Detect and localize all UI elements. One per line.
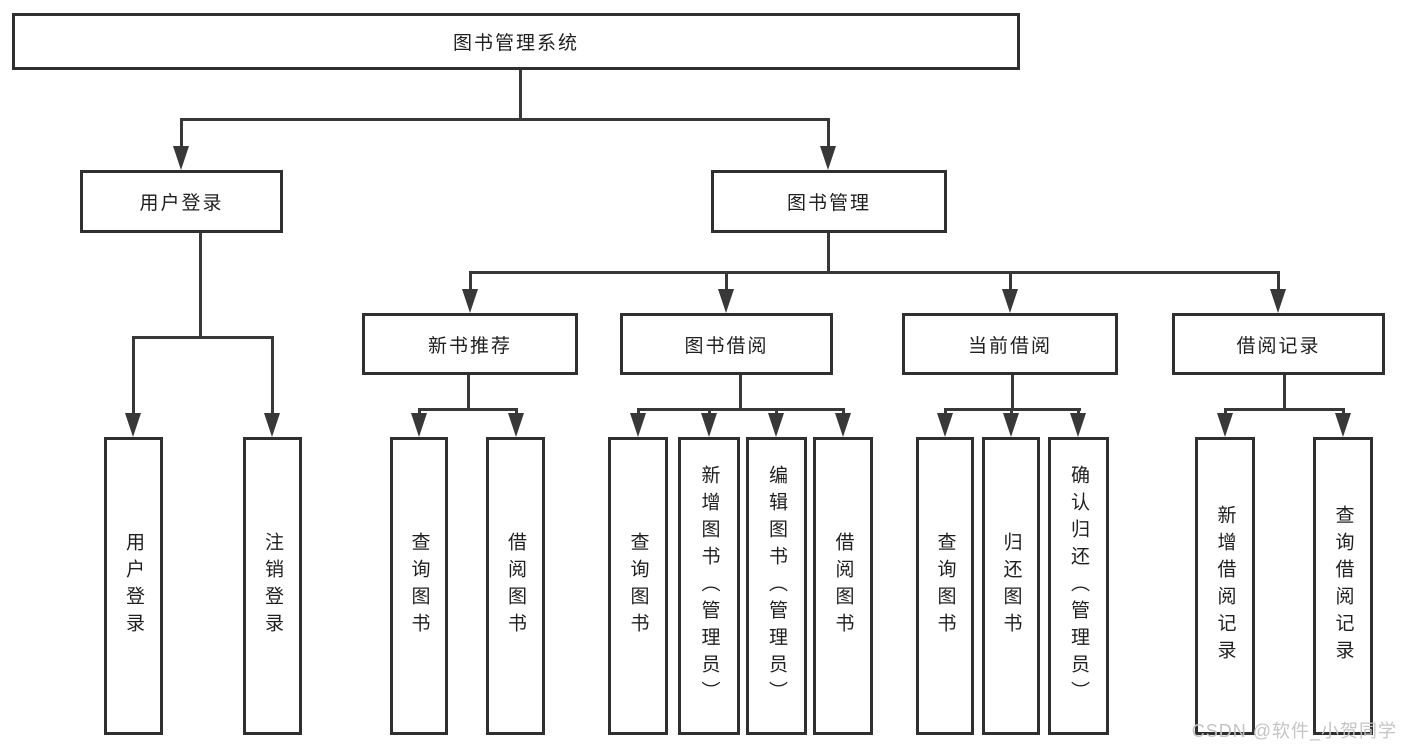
down-arrowhead-icon [1335,413,1351,437]
connector-vline [1010,408,1013,417]
connector-vline [739,375,742,411]
leaf-logout: 注销登录 [243,437,302,735]
leaf-edit-books-admin: 编辑图书（管理员） [746,437,807,735]
leaf-confirm-return-admin: 确认归还（管理员） [1048,437,1109,735]
connector-vline [708,408,711,417]
down-arrowhead-icon [462,289,478,313]
node-label: 图书管理系统 [452,33,579,54]
down-arrowhead-icon [1270,289,1286,313]
down-arrowhead-icon [768,413,784,437]
leaf-return-books: 归还图书 [982,437,1040,735]
leaf-query-books-current: 查询图书 [916,437,974,735]
down-arrowhead-icon [701,413,717,437]
node-book-borrow: 图书借阅 [620,313,833,375]
leaf-label: 查询图书 [934,532,956,640]
connector-hline [469,271,1279,274]
leaf-query-borrow-record: 查询借阅记录 [1313,437,1373,735]
node-label: 当前借阅 [967,335,1052,357]
leaf-label: 新增图书（管理员） [698,464,720,708]
connector-vline [725,271,728,293]
connector-vline [132,336,135,416]
down-arrowhead-icon [264,413,280,437]
leaf-label: 借阅图书 [505,532,526,640]
down-arrowhead-icon [173,146,189,170]
leaf-label: 用户登录 [123,532,144,640]
down-arrowhead-icon [718,289,734,313]
watermark: CSDN @软件_小贺同学 [1191,721,1397,741]
leaf-label: 查询图书 [408,532,430,640]
leaf-query-books-recommend: 查询图书 [390,437,448,735]
leaf-borrow-books-recommend: 借阅图书 [486,437,545,735]
connector-vline [515,408,518,417]
node-borrow-records: 借阅记录 [1172,313,1385,375]
connector-hline [180,118,830,121]
connector-vline [418,408,421,417]
connector-vline [1283,375,1286,411]
leaf-label: 借阅图书 [832,532,854,640]
connector-vline [1224,408,1227,417]
node-book-management: 图书管理 [711,170,947,233]
connector-vline [944,408,947,417]
node-current-borrow: 当前借阅 [902,313,1118,375]
connector-hline [132,336,273,339]
node-new-book-recommend: 新书推荐 [362,313,578,375]
leaf-user-login: 用户登录 [104,437,163,735]
leaf-label: 新增借阅记录 [1214,505,1236,667]
connector-vline [827,233,830,274]
leaf-borrow-books: 借阅图书 [813,437,873,735]
connector-vline [775,408,778,417]
down-arrowhead-icon [1003,413,1019,437]
connector-vline [827,118,830,150]
connector-vline [1277,271,1280,293]
down-arrowhead-icon [411,413,427,437]
node-label: 新书推荐 [427,335,512,357]
down-arrowhead-icon [937,413,953,437]
node-label: 借阅记录 [1236,335,1321,357]
down-arrowhead-icon [1217,413,1233,437]
leaf-label: 编辑图书（管理员） [766,464,787,708]
node-label: 用户登录 [139,193,224,214]
connector-vline [469,271,472,293]
leaf-label: 归还图书 [1000,532,1022,640]
connector-vline [1077,408,1080,417]
node-user-login: 用户登录 [80,170,283,233]
node-label: 图书管理 [786,193,871,214]
down-arrowhead-icon [835,413,851,437]
connector-vline [1009,271,1012,293]
connector-vline [199,233,202,339]
down-arrowhead-icon [1002,289,1018,313]
down-arrowhead-icon [125,413,141,437]
leaf-label: 注销登录 [262,532,283,640]
leaf-add-borrow-record: 新增借阅记录 [1195,437,1255,735]
leaf-label: 查询借阅记录 [1332,505,1354,667]
down-arrowhead-icon [820,146,836,170]
connector-vline [637,408,640,417]
node-label: 图书借阅 [684,335,769,357]
leaf-query-books-borrow: 查询图书 [608,437,668,735]
down-arrowhead-icon [508,413,524,437]
connector-vline [842,408,845,417]
connector-vline [271,336,274,416]
down-arrowhead-icon [630,413,646,437]
connector-vline [180,118,183,150]
connector-vline [1011,375,1014,411]
leaf-label: 查询图书 [627,532,649,640]
leaf-add-books-admin: 新增图书（管理员） [678,437,740,735]
leaf-label: 确认归还（管理员） [1068,464,1089,708]
down-arrowhead-icon [1070,413,1086,437]
connector-vline [519,70,522,121]
connector-vline [467,375,470,411]
node-library-management-system: 图书管理系统 [12,13,1020,70]
connector-vline [1342,408,1345,417]
